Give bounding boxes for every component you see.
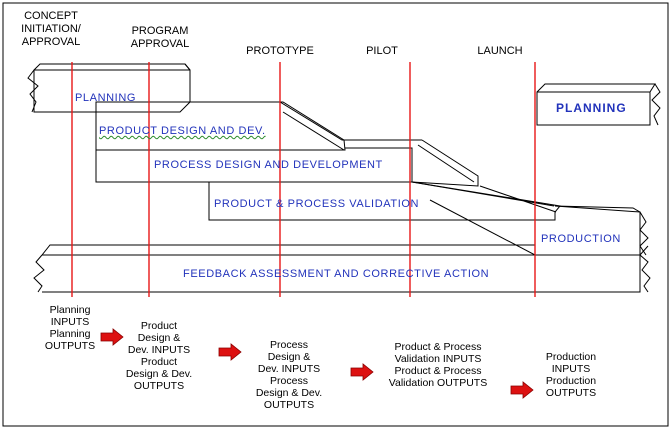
production-bar-side xyxy=(554,205,649,256)
product-design-slant xyxy=(190,101,422,151)
planning-bar xyxy=(33,69,191,113)
production-bar xyxy=(534,205,641,256)
feedback-left-break xyxy=(33,254,45,293)
outer-frame xyxy=(2,2,669,427)
phase-feedback-label: FEEDBACK ASSESSMENT AND CORRECTIVE ACTIO… xyxy=(183,268,490,280)
phase-planning-label: PLANNING xyxy=(75,92,137,104)
io-production: Production INPUTS Production OUTPUTS xyxy=(545,351,597,399)
phase-product-design-label: PRODUCT DESIGN AND DEV. xyxy=(99,125,266,137)
planning-right-box-side xyxy=(651,83,661,126)
milestone-prototype: PROTOTYPE xyxy=(246,45,314,57)
arrow-icon xyxy=(510,381,534,399)
io-product-design: Product Design & Dev. INPUTS Product Des… xyxy=(125,320,193,392)
milestone-launch: LAUNCH xyxy=(477,45,523,57)
arrow-icon xyxy=(218,343,242,361)
milestone-pilot: PILOT xyxy=(366,45,398,57)
phase-production-label: PRODUCTION xyxy=(541,233,621,245)
feedback-bar-top xyxy=(41,244,649,256)
io-validation: Product & Process Validation INPUTS Prod… xyxy=(388,341,488,389)
phase-process-design-label: PROCESS DESIGN AND DEVELOPMENT xyxy=(154,159,383,171)
production-slant xyxy=(429,199,536,256)
arrow-icon xyxy=(100,328,124,346)
io-process-design: Process Design & Dev. INPUTS Process Des… xyxy=(255,339,323,411)
planning-right-box-top xyxy=(536,83,656,93)
process-design-slant xyxy=(411,139,479,187)
milestone-concept: CONCEPT INITIATION/ APPROVAL xyxy=(21,10,81,48)
planning-bar-top xyxy=(33,63,191,71)
validation-slant xyxy=(411,181,557,213)
planning-right-box xyxy=(536,91,651,126)
phase-planning-right-label: PLANNING xyxy=(556,101,627,115)
milestone-program: PROGRAM APPROVAL xyxy=(130,25,190,50)
planning-bar-side xyxy=(184,63,191,102)
planning-left-break xyxy=(27,69,39,113)
feedback-right-break xyxy=(639,254,651,293)
io-planning: Planning INPUTS Planning OUTPUTS xyxy=(44,304,96,352)
arrow-icon xyxy=(350,363,374,381)
phase-validation-label: PRODUCT & PROCESS VALIDATION xyxy=(214,198,420,210)
feedback-bar xyxy=(42,254,641,293)
